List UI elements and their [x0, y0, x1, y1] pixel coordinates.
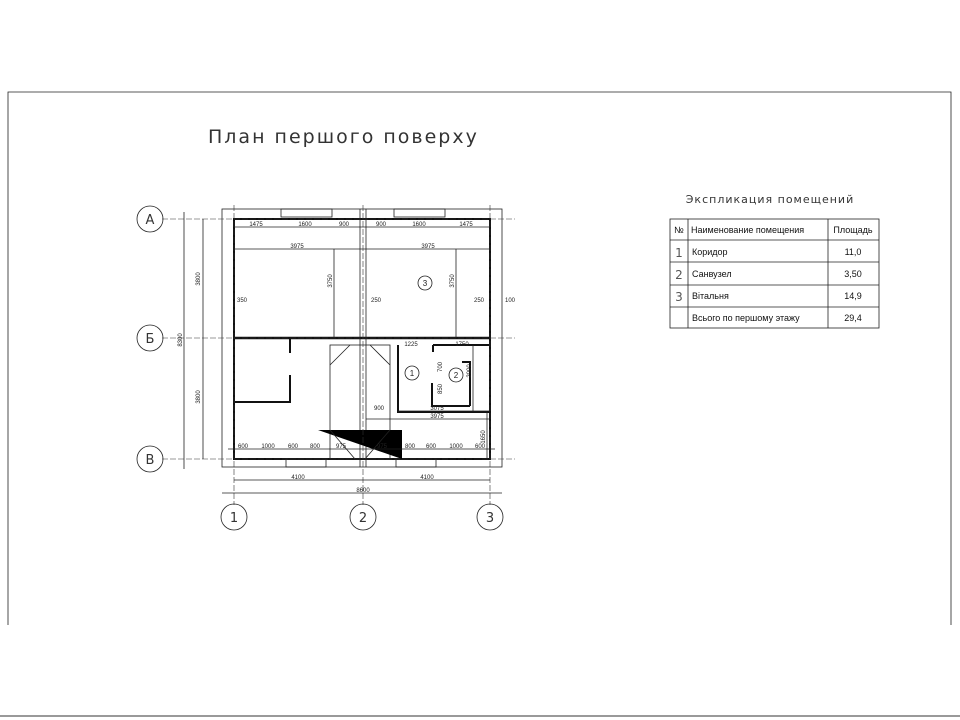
svg-text:1000: 1000 — [261, 444, 275, 450]
window — [280, 208, 333, 218]
svg-text:Коридор: Коридор — [692, 247, 728, 257]
svg-text:1: 1 — [675, 246, 683, 260]
svg-text:1: 1 — [410, 369, 415, 378]
svg-text:3: 3 — [423, 279, 428, 288]
svg-text:4100: 4100 — [291, 475, 305, 481]
svg-text:1225: 1225 — [404, 342, 418, 348]
svg-text:4100: 4100 — [420, 475, 434, 481]
axis-marker-3: 3 — [476, 503, 504, 531]
svg-text:2000: 2000 — [467, 364, 473, 378]
axis-marker-Б: Б — [136, 324, 164, 352]
axis-marker-1: 1 — [220, 503, 248, 531]
svg-text:1650: 1650 — [481, 430, 487, 444]
svg-text:Всього по першому этажу: Всього по першому этажу — [692, 313, 800, 323]
svg-text:2: 2 — [675, 268, 683, 282]
table-row: 3 Вітальня 14,9 — [675, 290, 862, 304]
room-marker-1: 1 — [404, 365, 420, 381]
svg-text:1750: 1750 — [455, 342, 469, 348]
svg-text:А: А — [146, 213, 155, 228]
svg-text:1475: 1475 — [459, 222, 473, 228]
svg-text:100: 100 — [505, 298, 516, 304]
window — [393, 208, 446, 218]
svg-text:600: 600 — [288, 444, 299, 450]
room-marker-3: 3 — [417, 275, 433, 291]
svg-text:900: 900 — [339, 222, 350, 228]
svg-text:250: 250 — [371, 298, 382, 304]
table-row: 2 Санвузел 3,50 — [675, 268, 862, 282]
svg-text:350: 350 — [237, 298, 248, 304]
svg-text:Б: Б — [146, 332, 155, 347]
window — [395, 458, 437, 468]
svg-text:250: 250 — [474, 298, 485, 304]
room-marker-2: 2 — [448, 367, 464, 383]
svg-text:600: 600 — [475, 444, 486, 450]
svg-text:3: 3 — [675, 290, 683, 304]
svg-text:1600: 1600 — [298, 222, 312, 228]
axis-marker-В: В — [136, 445, 164, 473]
svg-text:1000: 1000 — [449, 444, 463, 450]
header-name: Наименование помещения — [691, 225, 804, 235]
svg-text:3750: 3750 — [328, 274, 334, 288]
svg-text:3800: 3800 — [196, 390, 202, 404]
header-area: Площадь — [833, 225, 872, 235]
svg-text:14,9: 14,9 — [844, 291, 862, 301]
axis-marker-2: 2 — [349, 503, 377, 531]
svg-text:3,50: 3,50 — [844, 269, 862, 279]
svg-text:800: 800 — [405, 444, 416, 450]
sheet-frame — [7, 91, 952, 625]
header-no: № — [674, 225, 684, 235]
svg-text:11,0: 11,0 — [845, 247, 862, 257]
svg-text:3800: 3800 — [196, 272, 202, 286]
svg-text:3975: 3975 — [430, 414, 444, 420]
svg-text:8300: 8300 — [178, 333, 184, 347]
svg-text:1600: 1600 — [412, 222, 426, 228]
svg-text:3975: 3975 — [421, 244, 435, 250]
svg-text:600: 600 — [426, 444, 437, 450]
svg-text:850: 850 — [438, 383, 444, 394]
svg-text:3750: 3750 — [450, 274, 456, 288]
explication-table: Экспликация помещений № Наименование пом… — [669, 193, 880, 329]
svg-text:8600: 8600 — [356, 488, 370, 494]
svg-text:3: 3 — [486, 511, 494, 526]
window — [285, 458, 327, 468]
explication-title: Экспликация помещений — [686, 193, 855, 206]
floor-plan: А Б В 1 2 3 1 2 3 1475 1600 900 900 1600… — [136, 205, 516, 531]
svg-text:1: 1 — [230, 511, 238, 526]
svg-text:3975: 3975 — [290, 244, 304, 250]
svg-text:1475: 1475 — [249, 222, 263, 228]
axis-marker-А: А — [136, 205, 164, 233]
svg-text:900: 900 — [376, 222, 387, 228]
svg-text:3075: 3075 — [430, 406, 444, 412]
svg-text:Вітальня: Вітальня — [692, 291, 729, 301]
svg-text:800: 800 — [310, 444, 321, 450]
svg-text:2: 2 — [454, 371, 459, 380]
plan-title: План першого поверху — [208, 126, 479, 148]
svg-text:975: 975 — [377, 444, 388, 450]
svg-text:700: 700 — [438, 361, 444, 372]
table-row: 1 Коридор 11,0 — [675, 246, 861, 260]
svg-text:900: 900 — [374, 406, 385, 412]
svg-text:2: 2 — [359, 511, 367, 526]
svg-text:600: 600 — [238, 444, 249, 450]
svg-text:Санвузел: Санвузел — [692, 269, 732, 279]
dimension-labels: 1475 1600 900 900 1600 1475 3975 3975 38… — [178, 222, 516, 494]
table-total-row: Всього по першому этажу 29,4 — [692, 313, 862, 323]
svg-text:В: В — [146, 453, 155, 468]
svg-text:975: 975 — [336, 444, 347, 450]
svg-text:29,4: 29,4 — [844, 313, 862, 323]
